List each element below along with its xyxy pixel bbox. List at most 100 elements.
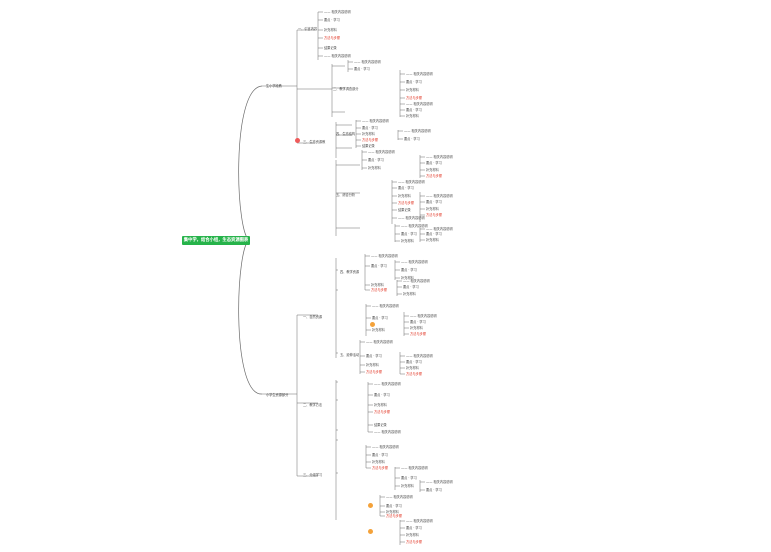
branch-1-child-2[interactable]: 二、教学调查部分 <box>333 87 359 91</box>
leaf-text: 要点 · 学习 <box>324 18 340 22</box>
leaf-text: —— 相关内容说明 <box>362 119 389 123</box>
leaf-text: 方法与步骤 <box>372 466 388 470</box>
leaf-text: —— 相关内容说明 <box>372 304 399 308</box>
leaf-text: 补充材料 <box>371 283 384 287</box>
leaf-text: 方法与步骤 <box>398 201 414 205</box>
branch-1-label[interactable]: 生小学段教 <box>266 84 282 88</box>
leaf-text: 补充材料 <box>401 276 414 280</box>
leaf-text: 补充材料 <box>426 207 439 211</box>
leaf-text: 补充材料 <box>368 166 381 170</box>
leaf-text: 方法与步骤 <box>406 372 422 376</box>
leaf-text: —— 相关内容说明 <box>398 216 425 220</box>
leaf-text: 要点 · 学习 <box>406 360 422 364</box>
leaf-text: 要点 · 学习 <box>403 285 419 289</box>
leaf-text: 补充材料 <box>401 239 414 243</box>
leaf-text: 方法与步骤 <box>386 514 402 518</box>
branch-2-child-3[interactable]: 三、分组学习 <box>303 473 323 477</box>
leaf-text: —— 相关内容说明 <box>324 54 351 58</box>
leaf-text: 方法与步骤 <box>366 370 382 374</box>
leaf-text: 补充材料 <box>374 403 387 407</box>
branch-1-child-1[interactable]: 一、引言内容 <box>298 27 318 31</box>
leaf-text: 要点 · 学习 <box>401 268 417 272</box>
branch-2-child-4[interactable]: 四、教学资源 <box>340 270 360 274</box>
warning-icon <box>295 138 300 143</box>
leaf-text: 结果记录 <box>374 423 387 427</box>
leaf-text: 要点 · 学习 <box>404 137 420 141</box>
leaf-text: 补充材料 <box>403 292 416 296</box>
leaf-text: 结果记录 <box>362 144 375 148</box>
leaf-text: —— 相关内容说明 <box>426 227 453 231</box>
leaf-text: 要点 · 学习 <box>366 354 382 358</box>
branch-2-child-2[interactable]: 二、教学方法 <box>303 403 323 407</box>
leaf-text: 要点 · 学习 <box>374 393 390 397</box>
leaf-text: —— 相关内容说明 <box>401 466 428 470</box>
leaf-text: 补充材料 <box>406 533 419 537</box>
leaf-text: 补充材料 <box>410 326 423 330</box>
leaf-text: —— 相关内容说明 <box>386 495 413 499</box>
leaf-text: —— 相关内容说明 <box>406 354 433 358</box>
leaf-text: —— 相关内容说明 <box>398 180 425 184</box>
leaf-text: —— 相关内容说明 <box>371 254 398 258</box>
leaf-text: 要点 · 学习 <box>362 126 378 130</box>
leaf-text: 要点 · 学习 <box>406 108 422 112</box>
leaf-text: —— 相关内容说明 <box>374 382 401 386</box>
leaf-text: —— 相关内容说明 <box>401 224 428 228</box>
leaf-text: 要点 · 学习 <box>398 186 414 190</box>
branch-1-child-3[interactable]: 三、生态资源教 <box>303 140 326 144</box>
leaf-text: —— 相关内容说明 <box>406 102 433 106</box>
leaf-text: —— 相关内容说明 <box>354 60 381 64</box>
connector <box>238 239 263 395</box>
leaf-text: 补充材料 <box>426 168 439 172</box>
leaf-text: 要点 · 学习 <box>406 80 422 84</box>
leaf-text: —— 相关内容说明 <box>426 480 453 484</box>
root-node[interactable]: 集中学，结合小组，生态资源图表 <box>182 236 250 245</box>
connector <box>238 85 263 241</box>
branch-2-label[interactable]: 小学生资源部分 <box>266 393 289 397</box>
leaf-text: 方法与步骤 <box>324 36 340 40</box>
leaf-text: 要点 · 学习 <box>372 453 388 457</box>
leaf-text: —— 相关内容说明 <box>324 10 351 14</box>
star-icon <box>368 503 373 508</box>
leaf-text: —— 相关内容说明 <box>404 129 431 133</box>
leaf-text: —— 相关内容说明 <box>401 260 428 264</box>
leaf-text: —— 相关内容说明 <box>426 194 453 198</box>
branch-1-child-5[interactable]: 五、综合分析 <box>336 193 356 197</box>
leaf-text: 补充材料 <box>406 114 419 118</box>
leaf-text: 补充材料 <box>362 132 375 136</box>
leaf-text: 要点 · 学习 <box>426 200 442 204</box>
leaf-text: 要点 · 学习 <box>426 488 442 492</box>
leaf-text: 补充材料 <box>426 238 439 242</box>
star-icon <box>368 529 373 534</box>
leaf-text: 补充材料 <box>386 510 399 514</box>
leaf-text: 要点 · 学习 <box>426 161 442 165</box>
branch-2-child-5[interactable]: 五、延伸活动 <box>340 353 360 357</box>
leaf-text: —— 相关内容说明 <box>368 150 395 154</box>
leaf-text: 方法与步骤 <box>406 96 422 100</box>
leaf-text: 要点 · 学习 <box>386 504 402 508</box>
leaf-text: —— 相关内容说明 <box>406 519 433 523</box>
leaf-text: 补充材料 <box>406 366 419 370</box>
leaf-text: 方法与步骤 <box>371 288 387 292</box>
leaf-text: 补充材料 <box>372 460 385 464</box>
leaf-text: 要点 · 学习 <box>372 316 388 320</box>
leaf-text: 方法与步骤 <box>374 410 390 414</box>
leaf-text: 方法与步骤 <box>410 332 426 336</box>
leaf-text: —— 相关内容说明 <box>403 279 430 283</box>
leaf-text: 方法与步骤 <box>406 540 422 544</box>
leaf-text: 结果记录 <box>398 208 411 212</box>
branch-1-child-4[interactable]: 四、生态结构 <box>336 132 356 136</box>
leaf-text: —— 相关内容说明 <box>366 340 393 344</box>
leaf-text: 补充材料 <box>401 484 414 488</box>
branch-2-child-1[interactable]: 一、自然资源 <box>303 315 323 319</box>
leaf-text: 结果记录 <box>324 46 337 50</box>
leaf-text: 要点 · 学习 <box>426 232 442 236</box>
leaf-text: —— 相关内容说明 <box>406 72 433 76</box>
leaf-text: 要点 · 学习 <box>354 67 370 71</box>
leaf-text: 补充材料 <box>372 328 385 332</box>
leaf-text: 要点 · 学习 <box>368 158 384 162</box>
leaf-text: —— 相关内容说明 <box>426 155 453 159</box>
leaf-text: 补充材料 <box>406 88 419 92</box>
leaf-text: 补充材料 <box>366 363 379 367</box>
leaf-text: 要点 · 学习 <box>371 264 387 268</box>
leaf-text: 方法与步骤 <box>426 174 442 178</box>
